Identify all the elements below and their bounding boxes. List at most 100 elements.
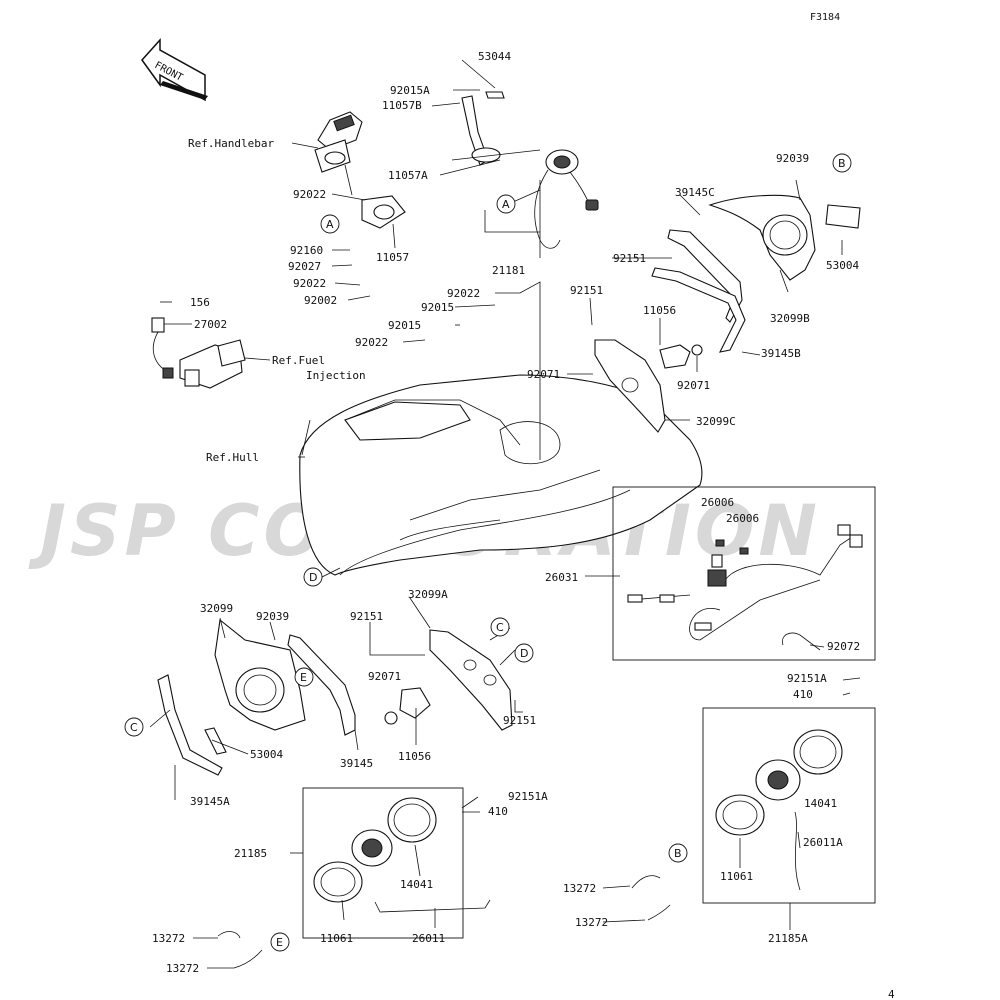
svg-text:C: C <box>496 621 504 634</box>
part-92071-upper: 92071 <box>677 379 710 392</box>
part-11061-left: 11061 <box>320 932 353 945</box>
part-92071-lower: 92071 <box>368 670 401 683</box>
tag-B-bottom: B <box>668 843 688 863</box>
svg-text:E: E <box>300 671 307 684</box>
part-11056-lower: 11056 <box>398 750 431 763</box>
tag-E-bottom: E <box>270 932 290 952</box>
svg-text:A: A <box>502 198 510 211</box>
part-13272-left-a: 13272 <box>152 932 185 945</box>
part-21181: 21181 <box>492 264 525 277</box>
part-92002: 92002 <box>304 294 337 307</box>
part-27002: 27002 <box>194 318 227 331</box>
cables-13272 <box>217 875 671 969</box>
tag-C-upper: C <box>490 617 510 637</box>
part-92022-hull: 92022 <box>447 287 480 300</box>
part-92039-upper: 92039 <box>776 152 809 165</box>
svg-text:E: E <box>276 936 283 949</box>
part-32099C: 32099C <box>696 415 736 428</box>
front-arrow-icon: FRONT <box>141 38 208 102</box>
speaker-cover-32099 <box>214 618 306 731</box>
bracket-32099C <box>594 339 666 433</box>
ref-handlebar: Ref.Handlebar <box>188 137 274 150</box>
part-92015A: 92015A <box>390 84 430 97</box>
bracket-32099A <box>429 629 513 731</box>
cap-53044 <box>485 91 505 99</box>
clamp-92072 <box>782 632 821 651</box>
svg-text:D: D <box>520 647 528 660</box>
mount-11056-lower <box>384 687 431 725</box>
part-92015-a: 92015 <box>421 301 454 314</box>
speaker-cover-92039 <box>708 194 861 281</box>
part-32099B: 32099B <box>770 312 810 325</box>
tag-C-left: C <box>124 717 144 737</box>
svg-text:B: B <box>674 847 682 860</box>
part-13272-right-b: 13272 <box>575 916 608 929</box>
part-92151-right: 92151 <box>613 252 646 265</box>
hull-body <box>299 374 703 576</box>
mount-11056 <box>659 344 703 369</box>
ref-fuel-2: Injection <box>306 369 366 382</box>
part-32099: 32099 <box>200 602 233 615</box>
tag-A-right: A <box>496 194 516 214</box>
speaker-21185A <box>715 729 843 891</box>
part-32099A: 32099A <box>408 588 448 601</box>
part-92015-b: 92015 <box>388 319 421 332</box>
part-92071-hull: 92071 <box>527 368 560 381</box>
part-92039-lower: 92039 <box>256 610 289 623</box>
svg-text:B: B <box>838 157 846 170</box>
harness-box <box>612 486 876 661</box>
part-92151-upper: 92151 <box>570 284 603 297</box>
part-26006-a: 26006 <box>701 496 734 509</box>
part-11057A: 11057A <box>388 169 428 182</box>
diagram-code: F3184 <box>810 12 840 23</box>
part-26031: 26031 <box>545 571 578 584</box>
handlebar-switch-assembly <box>314 111 406 229</box>
tag-B-top: B <box>832 153 852 173</box>
part-53004-upper: 53004 <box>826 259 859 272</box>
part-21185A: 21185A <box>768 932 808 945</box>
part-39145A: 39145A <box>190 795 230 808</box>
part-92022-mid: 92022 <box>293 277 326 290</box>
part-14041-right: 14041 <box>804 797 837 810</box>
leader-lines <box>149 59 861 969</box>
tag-D-lower: D <box>514 643 534 663</box>
part-14041-left: 14041 <box>400 878 433 891</box>
part-92160: 92160 <box>290 244 323 257</box>
part-92151A-right: 92151A <box>787 672 827 685</box>
part-11061-right: 11061 <box>720 870 753 883</box>
bracket-39145A <box>157 674 223 776</box>
part-92027: 92027 <box>288 260 321 273</box>
svg-text:A: A <box>326 218 334 231</box>
ref-hull: Ref.Hull <box>206 451 259 464</box>
part-92151A-left: 92151A <box>508 790 548 803</box>
part-92151-lower-right: 92151 <box>503 714 536 727</box>
part-11057: 11057 <box>376 251 409 264</box>
svg-text:C: C <box>130 721 138 734</box>
part-156: 156 <box>190 296 210 309</box>
part-26011: 26011 <box>412 932 445 945</box>
tag-D-hull: D <box>303 567 323 587</box>
part-26006-b: 26006 <box>726 512 759 525</box>
bracket-39145B <box>651 267 746 353</box>
part-39145C: 39145C <box>675 186 715 199</box>
part-53044: 53044 <box>478 50 511 63</box>
ref-fuel-1: Ref.Fuel <box>272 354 325 367</box>
svg-text:D: D <box>309 571 317 584</box>
part-92072: 92072 <box>827 640 860 653</box>
part-92151-lower-left: 92151 <box>350 610 383 623</box>
part-39145: 39145 <box>340 757 373 770</box>
speaker-box-21185 <box>302 787 464 939</box>
part-21185: 21185 <box>234 847 267 860</box>
part-410-right: 410 <box>793 688 813 701</box>
bracket-39145 <box>287 634 356 736</box>
part-92022-top: 92022 <box>293 188 326 201</box>
tag-E-cover: E <box>294 667 314 687</box>
part-11056-upper: 11056 <box>643 304 676 317</box>
bracket-27002 <box>151 317 246 389</box>
tag-A-left: A <box>320 214 340 234</box>
part-92022-low: 92022 <box>355 336 388 349</box>
speaker-box-21185A <box>702 707 876 904</box>
part-13272-left-b: 13272 <box>166 962 199 975</box>
